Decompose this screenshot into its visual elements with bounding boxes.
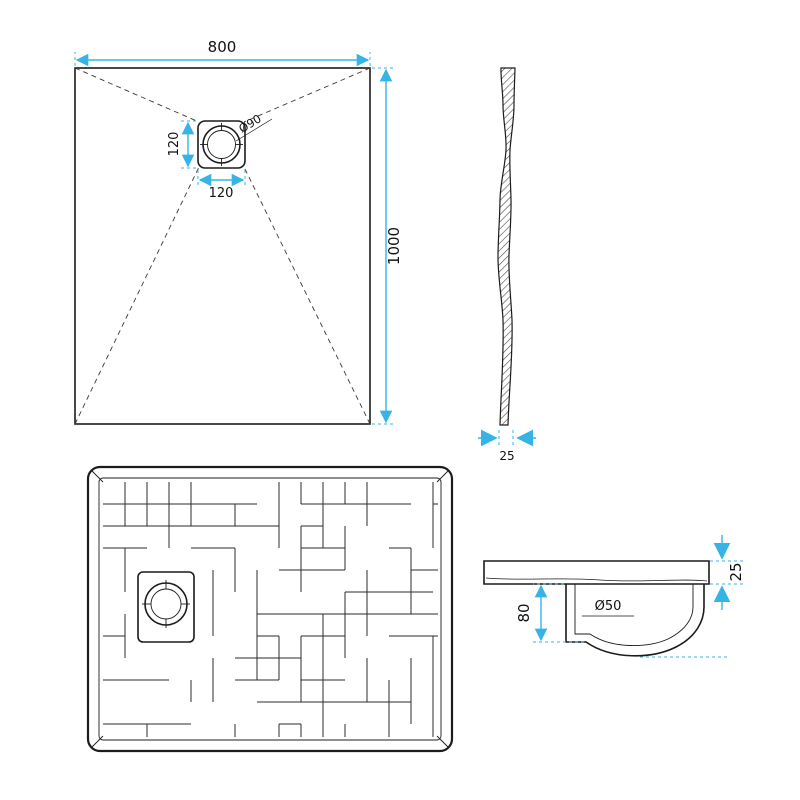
tray-outline <box>74 67 371 425</box>
dim-drain-diameter: Ø90 <box>235 111 273 142</box>
side-profile-view: 25 <box>478 67 536 463</box>
dim-section-thickness: 25 <box>710 535 746 610</box>
dim-section-thickness-label: 25 <box>727 562 745 581</box>
dim-side-thickness-label: 25 <box>499 449 514 463</box>
dim-plan-width: 800 <box>74 38 371 67</box>
section-view: Ø50 25 80 <box>483 535 746 658</box>
texture-drain <box>128 562 206 656</box>
plan-view: 800 1000 120 120 Ø90 <box>74 38 403 425</box>
plan-drain <box>197 120 246 169</box>
dim-drain-height: 120 <box>167 120 196 169</box>
dim-trap-height: 80 <box>515 583 584 643</box>
side-profile-shape <box>497 67 516 426</box>
texture-inner-frame <box>98 477 442 741</box>
dim-plan-height: 1000 <box>372 67 403 425</box>
dim-drain-width: 120 <box>197 170 246 201</box>
dim-trap-height-label: 80 <box>515 603 533 622</box>
stone-texture-grid <box>103 482 438 737</box>
dim-plan-height-label: 1000 <box>385 227 403 265</box>
dim-side-thickness: 25 <box>478 429 536 463</box>
dim-drain-width-label: 120 <box>209 186 234 201</box>
dim-outlet-diameter-label: Ø50 <box>595 599 622 614</box>
section-tray-body <box>483 560 710 585</box>
texture-view <box>86 465 454 753</box>
section-drain-trap: Ø50 <box>565 584 728 658</box>
dim-plan-width-label: 800 <box>208 38 237 56</box>
dim-drain-height-label: 120 <box>167 132 182 157</box>
texture-outer-frame <box>86 465 454 753</box>
